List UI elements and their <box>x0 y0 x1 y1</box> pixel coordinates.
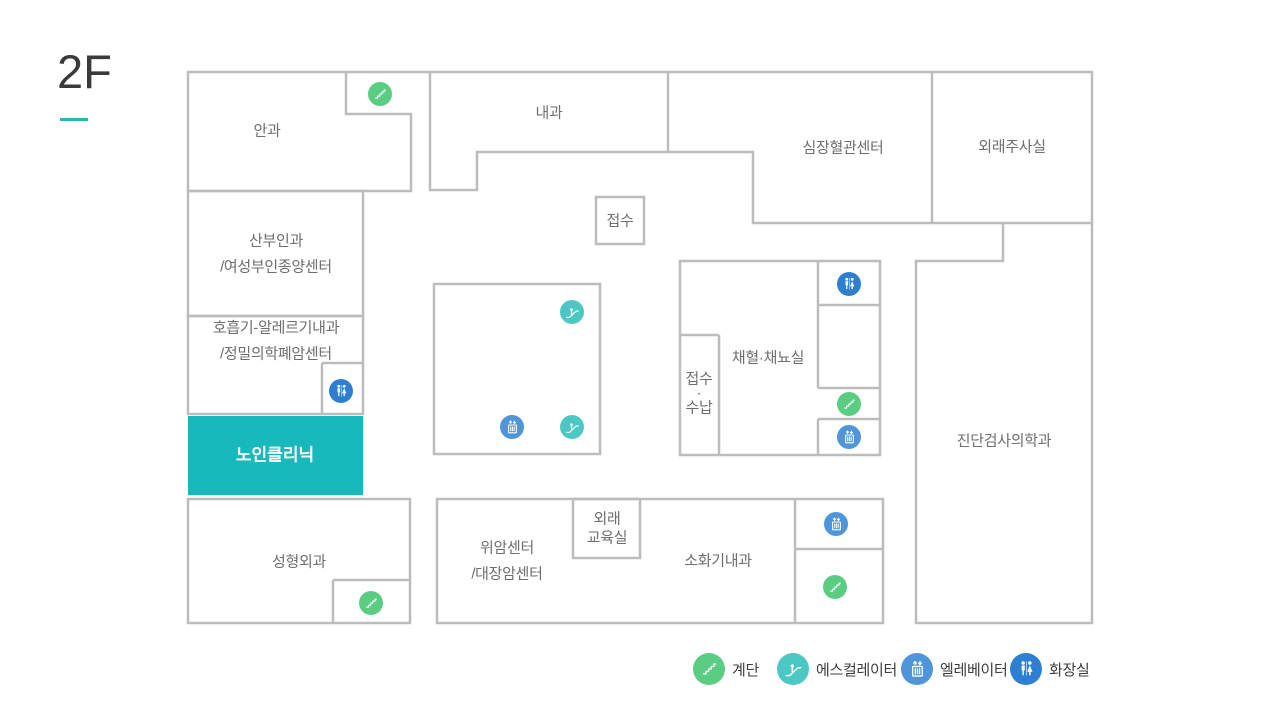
room-label-stomach-colorectal-cancer-center: 위암센터 /대장암센터 <box>471 539 543 583</box>
elevator-icon <box>831 517 841 530</box>
toilet-marker <box>837 272 861 296</box>
plastic-surgery-wall <box>186 497 412 625</box>
room-label-outpatient-education-room: 외래 교육실 <box>586 510 628 546</box>
elevator-marker <box>837 425 861 449</box>
elevator-icon <box>507 420 517 433</box>
escalator-icon <box>565 307 579 318</box>
stairs-marker <box>823 575 847 599</box>
stairs-icon <box>374 89 386 99</box>
blood-collection-wall <box>678 259 882 457</box>
floor-title: 2F <box>57 45 112 98</box>
stairs-icon <box>829 582 841 592</box>
room-label-ophthalmology: 안과 <box>253 122 281 140</box>
room-label-obgyn-women-cancer-center: 산부인과 /여성부인종양센터 <box>220 232 332 276</box>
title-underline <box>60 118 88 121</box>
internal-medicine-wall <box>428 72 1092 225</box>
room-label-blood-urine-collection-room: 채혈·채뇨실 <box>731 349 805 367</box>
elevator-icon <box>844 430 854 443</box>
respiratory-toilet-box <box>320 361 363 414</box>
room-label-reception-payment: 접수 · 수납 <box>685 370 713 417</box>
room-label-diagnostic-laboratory: 진단검사의학과 <box>956 432 1052 450</box>
stairs-marker <box>837 392 861 416</box>
stairs-marker <box>368 82 392 106</box>
respiratory-wall <box>186 314 365 416</box>
stairs-icon <box>843 399 855 409</box>
plastic-surgery-stairs-box <box>331 578 410 623</box>
blood-collection-subboxes <box>816 261 880 455</box>
escalator-hall-wall <box>432 282 602 456</box>
room-label-gastroenterology: 소화기내과 <box>684 552 752 570</box>
stairs-icon <box>365 598 377 608</box>
reception-box <box>594 195 646 246</box>
room-label-internal-medicine: 내과 <box>535 104 563 122</box>
reception-payment-box <box>680 333 721 455</box>
room-label-reception: 접수 <box>606 212 634 230</box>
bottom-right-subboxes <box>793 499 883 623</box>
stairs-marker <box>359 591 383 615</box>
outer-wall <box>186 70 1094 625</box>
escalator-marker <box>560 415 584 439</box>
room-highlight-senior-clinic <box>188 416 363 495</box>
escalator-icon <box>565 422 579 433</box>
room-label-plastic-surgery: 성형외과 <box>271 553 327 571</box>
room-label-senior-clinic: 노인클리닉 <box>235 445 315 465</box>
education-room-wall <box>571 497 642 560</box>
elevator-marker <box>500 415 524 439</box>
room-label-cardiovascular-center: 심장혈관센터 <box>802 139 884 157</box>
toilet-icon <box>844 277 854 289</box>
toilet-marker <box>329 379 353 403</box>
escalator-marker <box>560 300 584 324</box>
room-label-outpatient-injection-room: 외래주사실 <box>978 138 1046 156</box>
cancer-center-block-wall <box>435 497 885 625</box>
elevator-marker <box>824 512 848 536</box>
toilet-icon <box>336 384 346 396</box>
room-label-respiratory-allergy-lung-cancer-center: 호흡기-알레르기내과 /정밀의학폐암센터 <box>212 319 340 363</box>
